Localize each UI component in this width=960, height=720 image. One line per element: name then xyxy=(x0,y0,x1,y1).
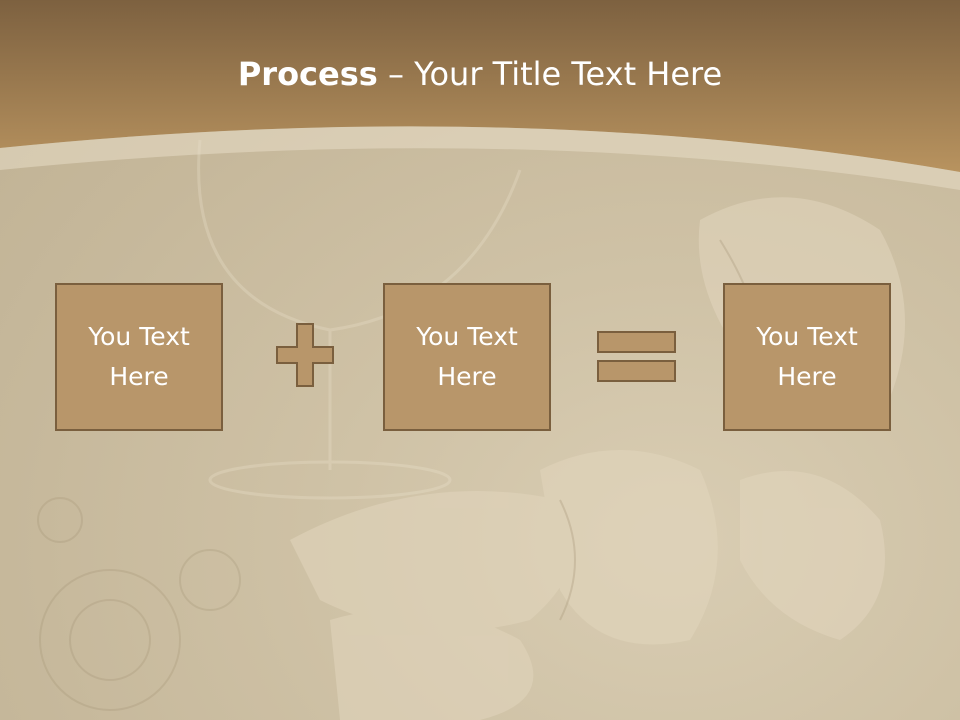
slide-title: Process – Your Title Text Here xyxy=(0,52,960,96)
process-box-1[interactable]: You Text Here xyxy=(55,283,223,431)
equals-icon xyxy=(597,331,676,382)
title-bold: Process xyxy=(237,55,378,93)
process-box-2[interactable]: You Text Here xyxy=(383,283,551,431)
header-banner xyxy=(0,0,960,190)
title-rest: – Your Title Text Here xyxy=(377,55,723,93)
plus-icon xyxy=(276,323,334,387)
process-box-3[interactable]: You Text Here xyxy=(723,283,891,431)
